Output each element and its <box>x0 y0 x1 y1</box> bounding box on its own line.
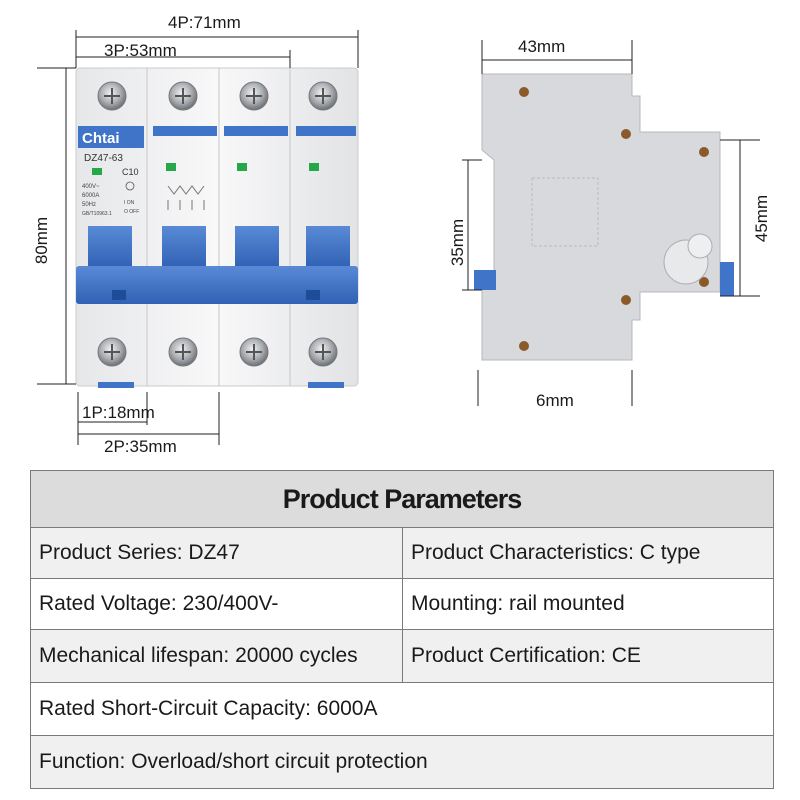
param-rated-voltage: Rated Voltage: 230/400V- <box>31 579 403 629</box>
model-label: DZ47-63 <box>84 153 123 164</box>
height-label: 80mm <box>32 216 52 265</box>
params-row: Mechanical lifespan: 20000 cycles Produc… <box>31 630 773 683</box>
side-rail-height-label: 35mm <box>448 218 468 267</box>
param-mounting: Mounting: rail mounted <box>411 592 625 615</box>
breaker-side-view <box>474 73 734 361</box>
breaker-illustration: Chtai DZ47-63 C10 400V~ 6000A 50Hz GB/T1… <box>37 30 760 445</box>
brand-label: Chtai <box>82 130 120 147</box>
three-pole-width-label: 3P:53mm <box>104 41 177 60</box>
voltage-label: 400V~ <box>82 184 100 190</box>
breaker-front-view: Chtai DZ47-63 C10 400V~ 6000A 50Hz GB/T1… <box>75 67 359 388</box>
param-product-certification: Product Certification: CE <box>411 644 641 667</box>
standard-label: GB/T10963.1 <box>82 211 112 217</box>
front-dimension-lines <box>37 30 359 445</box>
param-short-circuit-capacity: Rated Short-Circuit Capacity: 6000A <box>39 697 378 720</box>
two-pole-width-label: 2P:35mm <box>104 437 177 456</box>
top-terminal-screws <box>97 81 338 111</box>
bottom-terminal-screws <box>97 337 338 367</box>
capacity-label: 6000A <box>82 193 99 199</box>
frequency-label: 50Hz <box>82 202 96 208</box>
four-pole-width-label: 4P:71mm <box>168 13 241 32</box>
curve-label: C10 <box>122 167 139 177</box>
param-product-characteristics: Product Characteristics: C type <box>411 541 701 564</box>
side-dimension-lines <box>462 40 760 406</box>
params-row: Rated Short-Circuit Capacity: 6000A <box>31 683 773 736</box>
params-title: Product Parameters <box>31 471 773 528</box>
params-row: Rated Voltage: 230/400V- Mounting: rail … <box>31 579 773 630</box>
one-pole-width-label: 1P:18mm <box>82 403 155 422</box>
product-parameters-table: Product Parameters Product Series: DZ47 … <box>30 470 774 789</box>
params-row: Function: Overload/short circuit protect… <box>31 736 773 788</box>
off-label: O OFF <box>124 209 139 215</box>
side-depth-label: 43mm <box>518 37 566 56</box>
side-front-height-label: 45mm <box>752 194 772 243</box>
product-dimension-figure: Chtai DZ47-63 C10 400V~ 6000A 50Hz GB/T1… <box>32 13 772 456</box>
on-label: I ON <box>124 200 135 206</box>
param-mechanical-lifespan: Mechanical lifespan: 20000 cycles <box>31 630 403 682</box>
params-row: Product Series: DZ47 Product Characteris… <box>31 528 773 579</box>
param-product-series: Product Series: DZ47 <box>31 528 403 578</box>
param-function: Function: Overload/short circuit protect… <box>39 750 428 773</box>
side-offset-label: 6mm <box>536 391 574 410</box>
ccc-mark-icon <box>125 181 135 191</box>
